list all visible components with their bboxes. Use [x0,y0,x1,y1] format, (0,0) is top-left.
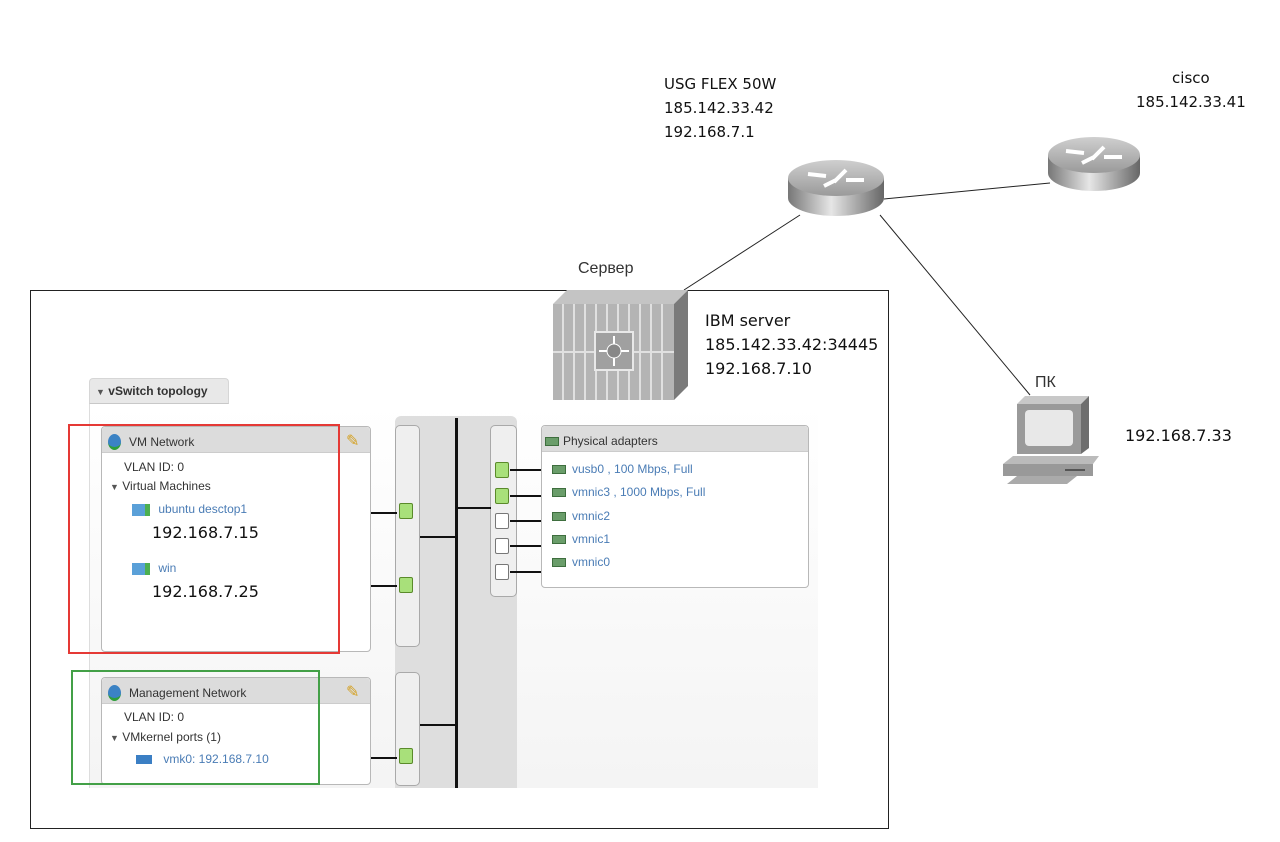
vm-name[interactable]: ubuntu desctop1 [158,502,248,516]
expand-caret-icon: ▼ [110,482,119,492]
server-frame [30,290,889,829]
bus-link [420,724,456,726]
nic-icon [552,558,566,568]
server-ip-wan: 185.142.33.42:34445 [705,335,879,354]
vmkernel-nic-icon [136,755,152,765]
server-icon[interactable] [553,290,688,400]
router-icon[interactable] [786,158,886,220]
vlan-id: VLAN ID: 0 [124,710,185,724]
nic-icon [552,512,566,522]
vmkernel-group-toggle[interactable]: ▼ VMkernel ports (1) [110,730,221,744]
portgroup-vm-network: VM Network ✎ VLAN ID: 0 ▼ Virtual Machin… [101,426,371,652]
adapter-item[interactable]: vmnic3 , 1000 Mbps, Full [552,485,705,499]
edit-pencil-icon[interactable]: ✎ [346,684,360,701]
vm-name[interactable]: win [158,561,177,575]
pc-icon[interactable] [1003,396,1103,486]
portgroup-header: Management Network ✎ [102,678,370,704]
portgroup-management-network: Management Network ✎ VLAN ID: 0 ▼ VMkern… [101,677,371,785]
vm-icon [132,503,150,516]
nic-icon [552,535,566,545]
link-usg-cisco [883,182,1051,200]
physical-adapters-title: Physical adapters [563,434,658,448]
portgroup-title: Management Network [129,686,247,700]
port-icon [399,503,413,519]
adapter-label[interactable]: vmnic0 [572,555,611,569]
vm-ip: 192.168.7.15 [152,523,259,542]
vm-group-label: Virtual Machines [122,479,211,493]
vmkernel-port-item[interactable]: vmk0: 192.168.7.10 [136,752,269,766]
portgroup-uplink-column [395,672,420,786]
collapse-caret-icon: ▼ [96,387,105,397]
usg-name: USG FLEX 50W [664,75,777,93]
port-icon [399,748,413,764]
nic-icon [545,436,559,446]
usg-ip-wan: 185.142.33.42 [664,99,774,117]
port-icon [399,577,413,593]
adapter-label[interactable]: vusb0 , 100 Mbps, Full [572,462,693,476]
adapter-item[interactable]: vmnic1 [552,532,610,546]
port-link [371,757,397,759]
vmkernel-group-label: VMkernel ports (1) [122,730,221,744]
port-link [371,585,397,587]
port-icon [495,462,509,478]
vmkernel-port-label[interactable]: vmk0: 192.168.7.10 [163,752,269,766]
port-icon [495,538,509,554]
bus-link [420,536,456,538]
portgroup-header: VM Network ✎ [102,427,370,453]
link-usg-server [683,214,801,291]
vm-item[interactable]: ubuntu desctop1 [132,502,247,516]
vm-network-highlight [68,424,340,654]
adapter-item[interactable]: vusb0 , 100 Mbps, Full [552,462,693,476]
server-caption: Сервер [578,260,634,277]
vm-ip: 192.168.7.25 [152,582,259,601]
adapter-label[interactable]: vmnic1 [572,532,611,546]
router-icon[interactable] [1046,135,1142,195]
adapter-label[interactable]: vmnic2 [572,509,611,523]
network-globe-icon [108,434,121,450]
vswitch-topology-title: vSwitch topology [108,384,208,398]
link-usg-pc [879,214,1031,396]
vswitch-bus [455,418,458,788]
physical-adapters-header: Physical adapters [542,426,808,452]
pc-caption: ПК [1035,374,1056,391]
server-name: IBM server [705,311,791,330]
portgroup-uplink-column [395,425,420,647]
adapter-label[interactable]: vmnic3 , 1000 Mbps, Full [572,485,706,499]
network-globe-icon [108,685,121,701]
cisco-ip: 185.142.33.41 [1136,93,1246,111]
bus-link [456,507,491,509]
nic-icon [552,488,566,498]
port-link [371,512,397,514]
vswitch-topology-header[interactable]: ▼ vSwitch topology [89,378,229,404]
adapter-link [510,545,542,547]
usg-label: USG FLEX 50W 185.142.33.42 192.168.7.1 [664,72,776,144]
adapter-link [510,469,542,471]
adapter-item[interactable]: vmnic0 [552,555,610,569]
management-network-highlight [71,670,320,785]
port-icon [495,513,509,529]
nic-icon [552,465,566,475]
pc-ip: 192.168.7.33 [1125,426,1232,445]
expand-caret-icon: ▼ [110,733,119,743]
cisco-label: cisco 185.142.33.41 [1136,66,1246,114]
port-icon [495,564,509,580]
server-ip-lan: 192.168.7.10 [705,359,812,378]
cisco-name: cisco [1172,69,1210,87]
physical-adapters-panel: Physical adapters vusb0 , 100 Mbps, Full… [541,425,809,588]
portgroup-title: VM Network [129,435,195,449]
port-icon [495,488,509,504]
vm-icon [132,562,150,575]
usg-ip-lan: 192.168.7.1 [664,123,755,141]
vm-item[interactable]: win [132,561,176,575]
adapter-item[interactable]: vmnic2 [552,509,610,523]
adapter-link [510,571,542,573]
vm-group-toggle[interactable]: ▼ Virtual Machines [110,479,211,493]
vlan-id: VLAN ID: 0 [124,460,185,474]
adapter-link [510,495,542,497]
edit-pencil-icon[interactable]: ✎ [346,433,360,450]
server-label: IBM server 185.142.33.42:34445 192.168.7… [705,309,878,381]
adapter-link [510,520,542,522]
